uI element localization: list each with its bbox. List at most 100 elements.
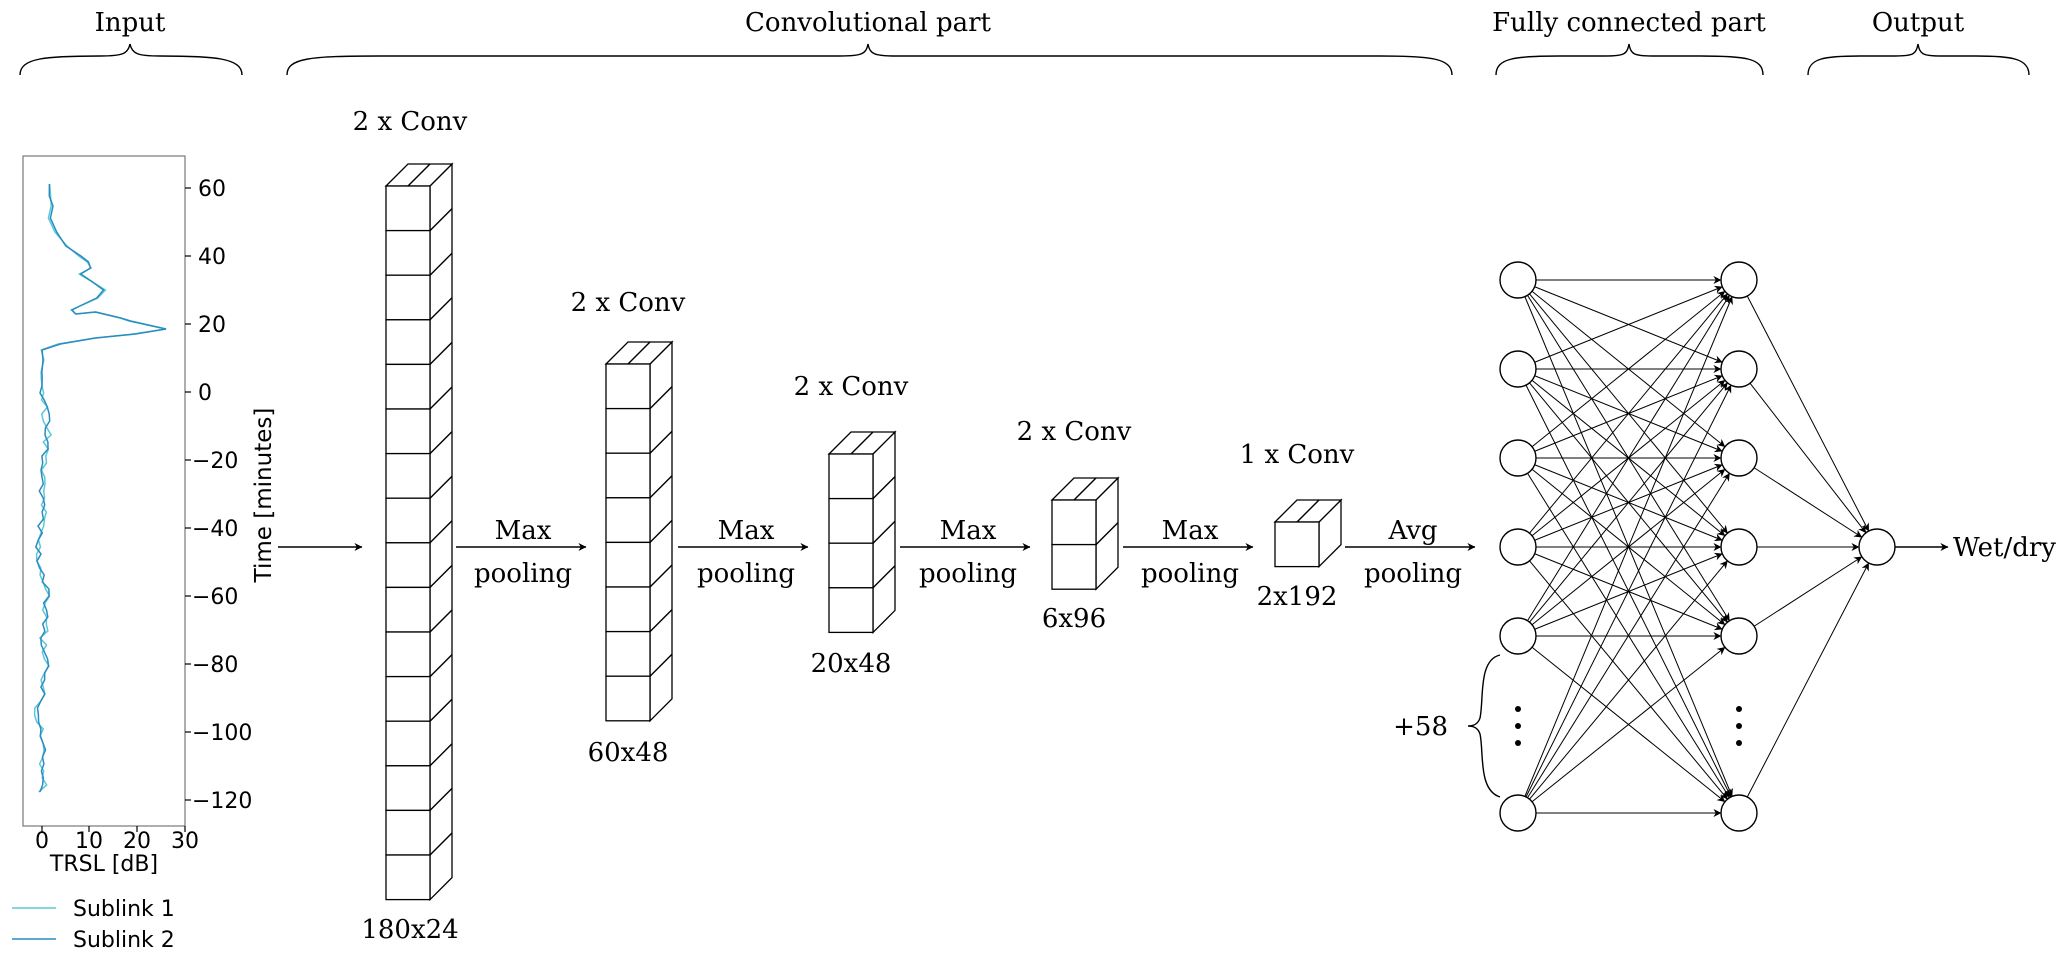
block-cell (605, 675, 651, 722)
block-cell (385, 675, 431, 722)
legend-label-sublink-2: Sublink 2 (73, 928, 175, 953)
block-cell (605, 363, 651, 410)
pooling-label-bottom: pooling (1141, 559, 1239, 589)
x-tick-label: 20 (123, 829, 151, 854)
pooling-stage-5: Avg pooling (1345, 516, 1476, 589)
pooling-label-top: Max (1162, 516, 1219, 546)
block-side-divider (649, 653, 673, 677)
block-side-divider (429, 832, 453, 856)
fc-edge (1529, 293, 1728, 534)
sublink-2-line (34, 183, 167, 793)
block-side-divider (1095, 522, 1119, 546)
fc-edge-to-output (1753, 556, 1863, 627)
pooling-label-top: Avg (1387, 516, 1437, 546)
hidden-node-layer-2 (1720, 439, 1758, 477)
fc-edge (1527, 294, 1730, 621)
block-cell (828, 542, 874, 589)
pooling-stage-3: Max pooling (900, 516, 1031, 589)
fc-nodes (1499, 261, 1896, 832)
x-tick-label: 10 (75, 829, 103, 854)
conv-brace (286, 43, 1453, 76)
fc-edge-to-output (1746, 295, 1870, 532)
block-side-divider (429, 654, 453, 678)
ellipsis-dot (1736, 706, 1742, 712)
section-input-label: Input (95, 8, 166, 38)
hidden-node-layer-2 (1720, 350, 1758, 388)
fc-edge (1531, 646, 1726, 803)
block-cell (1051, 499, 1097, 546)
hidden-node-layer-2 (1720, 261, 1758, 299)
pooling-label-top: Max (718, 516, 775, 546)
block-cell (385, 452, 431, 499)
x-tick-label: 0 (35, 829, 49, 854)
hidden-node-layer-2 (1720, 528, 1758, 566)
block-top-divider (850, 431, 874, 455)
block-side-divider (429, 208, 453, 232)
block-side-divider (649, 564, 673, 588)
block-top-divider (1073, 477, 1097, 501)
block-side-divider (429, 743, 453, 767)
block-cell (385, 274, 431, 321)
ellipsis-dot (1515, 723, 1521, 729)
fc-edge-to-output (1753, 467, 1863, 538)
sublink-1-line (33, 183, 167, 793)
block-side-divider (649, 430, 673, 454)
hidden-node-layer-1 (1499, 794, 1537, 832)
fc-edge (1529, 560, 1728, 800)
fc-edge (1529, 382, 1728, 623)
section-fc-label: Fully connected part (1492, 8, 1766, 38)
ellipsis-dot (1515, 740, 1521, 746)
block-cell (385, 319, 431, 366)
pooling-label-top: Max (940, 516, 997, 546)
y-axis-label: Time [minutes] (251, 408, 277, 584)
pooling-label-bottom: pooling (1364, 559, 1462, 589)
ellipsis-dot (1736, 740, 1742, 746)
block-cell (385, 765, 431, 812)
y-tick-label: 60 (198, 177, 226, 202)
input-brace (19, 43, 243, 76)
y-tick-label: −20 (192, 449, 238, 474)
conv-block-5 (1273, 498, 1343, 569)
hidden-extra-label: +58 (1393, 712, 1448, 742)
block-cell (385, 631, 431, 678)
hidden-units-brace (1467, 654, 1501, 798)
input-plot: 60 40 20 0 −20 −40 −60 −80 −100 −120 0 1… (12, 155, 277, 953)
pooling-stage-1: Max pooling (456, 516, 587, 589)
block-side-divider (429, 386, 453, 410)
hidden-node-layer-1 (1499, 350, 1537, 388)
block-side-divider (429, 431, 453, 455)
y-tick-label: 40 (198, 245, 226, 270)
size-label-5: 2x192 (1257, 582, 1338, 612)
y-tick-label: −40 (192, 517, 238, 542)
block-cell (605, 497, 651, 544)
fc-edge (1525, 384, 1732, 798)
y-tick-marks (185, 187, 191, 801)
pooling-label-bottom: pooling (697, 559, 795, 589)
size-label-4: 6x96 (1042, 604, 1106, 634)
conv-label-4: 2 x Conv (1017, 417, 1132, 447)
size-label-3: 20x48 (811, 649, 892, 679)
block-top-divider (407, 163, 431, 187)
y-tick-label: −80 (192, 653, 238, 678)
hidden-ellipsis-left (1515, 706, 1521, 746)
hidden-node-layer-1 (1499, 617, 1537, 655)
conv-block-1 (384, 162, 454, 902)
block-side-divider (872, 565, 896, 589)
block-cell (828, 497, 874, 544)
y-tick-label: −60 (192, 585, 238, 610)
hidden-ellipsis-right (1736, 706, 1742, 746)
block-top-divider (1296, 499, 1320, 523)
conv-blocks (384, 162, 1343, 902)
pooling-label-bottom: pooling (474, 559, 572, 589)
section-conv-label: Convolutional part (745, 8, 992, 38)
fc-edge (1524, 296, 1733, 797)
block-cell (828, 453, 874, 500)
fc-edge (1534, 285, 1723, 363)
block-side-divider (429, 609, 453, 633)
block-side-divider (649, 609, 673, 633)
block-cell (828, 587, 874, 634)
section-output-label: Output (1872, 8, 1965, 38)
block-side-divider (429, 564, 453, 588)
fc-edges (1524, 276, 1870, 817)
